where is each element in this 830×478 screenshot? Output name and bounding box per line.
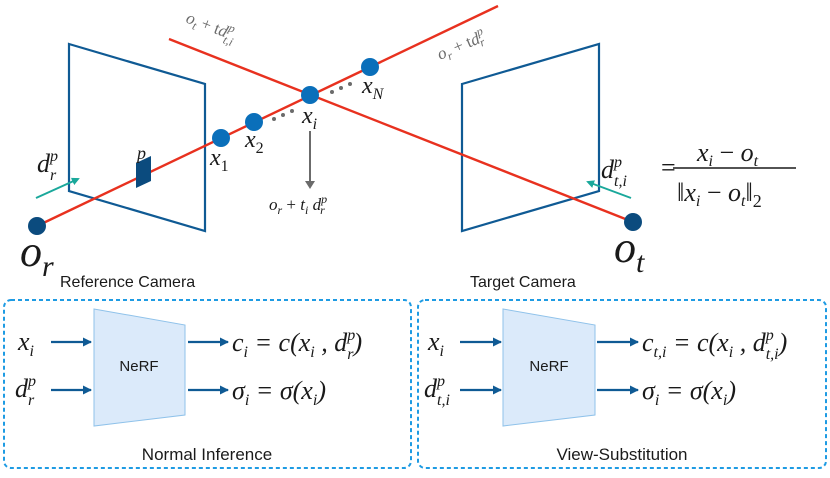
panel-title: Normal Inference: [142, 445, 272, 464]
reference-camera-label: Reference Camera: [60, 274, 195, 291]
ellipsis-dots-1: [272, 109, 294, 121]
target-image-plane: [460, 42, 601, 233]
projection-arrowhead: [305, 181, 315, 189]
sample-point-x2: [245, 113, 263, 131]
panel-border: [417, 299, 827, 469]
output-density-formula: σi = σ(xi): [642, 376, 736, 409]
reference-ray: [36, 4, 499, 228]
nerf-label: NeRF: [529, 358, 568, 375]
reference-view-dir-arrow: [35, 177, 80, 199]
pixel-p-label: p: [135, 143, 146, 163]
reference-image-plane: [67, 42, 207, 233]
sample-point-x1: [212, 129, 230, 147]
nerf-block: [502, 308, 596, 427]
nerf-block: [93, 308, 186, 427]
svg-text:‖xi − ot‖2: ‖xi − ot‖2: [677, 178, 762, 211]
target-origin-point: [624, 213, 642, 231]
target-ray-label: ot + tdpt,i: [182, 5, 240, 49]
svg-text:=: =: [661, 153, 676, 182]
reference-origin-label: or: [20, 227, 54, 283]
reference-origin-point: [28, 217, 46, 235]
target-origin-label: ot: [614, 223, 645, 279]
input-x: xi: [17, 327, 34, 360]
target-view-dir-arrow: [586, 180, 632, 199]
nerf-label: NeRF: [119, 358, 158, 375]
reference-ray-label: or + tdpr: [433, 24, 489, 67]
sample-label-xi: xi: [301, 103, 317, 133]
output-density-formula: σi = σ(xi): [232, 376, 326, 409]
sample-label-x2: x2: [244, 127, 264, 157]
pixel-p-marker: [136, 156, 151, 188]
panel-title: View-Substitution: [556, 445, 687, 464]
target-camera-label: Target Camera: [470, 274, 576, 291]
sample-point-xN: [361, 58, 379, 76]
ellipsis-dots-2: [330, 82, 352, 94]
input-x: xi: [427, 327, 444, 360]
sample-label-x1: x1: [209, 145, 229, 175]
panel-border: [3, 299, 412, 469]
sample-point-xi: [301, 86, 319, 104]
target-ray: [168, 37, 634, 224]
sample-label-xN: xN: [361, 73, 385, 103]
svg-text:dpt,i: dpt,i: [601, 154, 627, 190]
svg-text:xi − ot: xi − ot: [696, 138, 759, 170]
